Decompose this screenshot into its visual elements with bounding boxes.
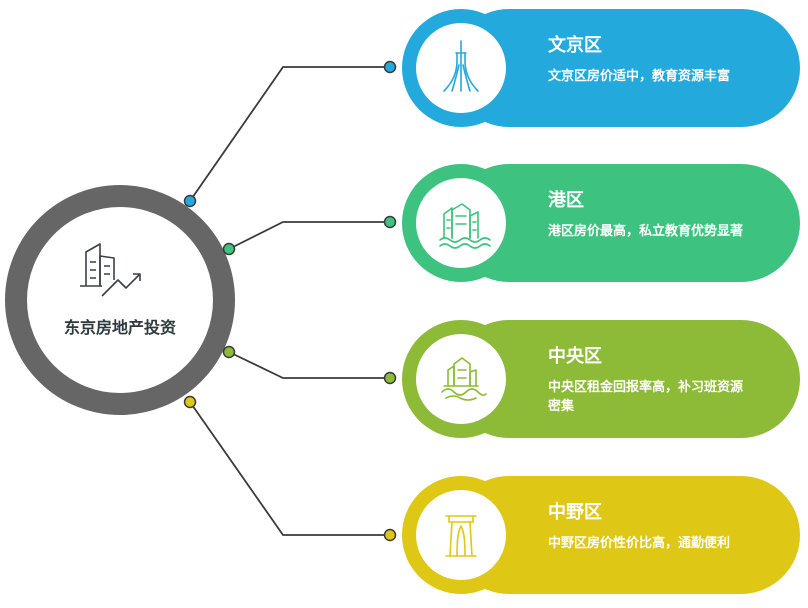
district-card-nakano: 中野区 中野区房价性价比高，通勤便利 [402,476,800,594]
node-dot-right-3 [383,371,397,385]
tower-icon [443,40,479,92]
center-ring [5,185,235,415]
harbor-buildings-icon [439,203,491,249]
connector-line-1 [189,66,390,202]
district-title: 文京区 [548,35,602,56]
center-label: 东京房地产投资 [63,318,176,337]
connector-line-2 [228,221,390,250]
connector-line-4 [189,401,390,536]
district-title: 港区 [548,190,584,211]
icon-ring [402,320,520,438]
connector-line-3 [228,351,390,379]
district-description: 港区房价最高，私立教育优势显著 [548,224,744,239]
district-card-minato: 港区 港区房价最高，私立教育优势显著 [402,164,800,282]
node-dot-left-1 [183,194,197,208]
icon-disc [416,490,506,580]
district-title: 中央区 [548,346,602,367]
icon-disc [416,23,506,113]
district-description: 文京区房价适中，教育资源丰富 [548,69,731,84]
district-description: 中野区房价性价比高，通勤便利 [548,536,731,551]
district-title: 中野区 [548,502,602,523]
castle-on-rock-icon [441,357,487,401]
node-dot-right-2 [383,215,397,229]
icon-ring [402,476,520,594]
district-description: 中央区租金回报率高，补习班资源密集 [548,380,744,414]
icon-ring [402,9,520,127]
node-dot-left-2 [222,242,236,256]
icon-ring [402,164,520,282]
node-dot-left-4 [183,395,197,409]
district-card-chuo: 中央区 中央区租金回报率高，补习班资源密集 [402,320,800,438]
buildings-growth-icon [80,243,141,297]
node-dot-right-4 [383,528,397,542]
node-dot-right-1 [383,60,397,74]
icon-disc [416,178,506,268]
arch-gate-icon [445,515,477,557]
node-dot-left-3 [222,345,236,359]
icon-disc [416,334,506,424]
district-card-bunkyo: 文京区 文京区房价适中，教育资源丰富 [402,9,800,127]
